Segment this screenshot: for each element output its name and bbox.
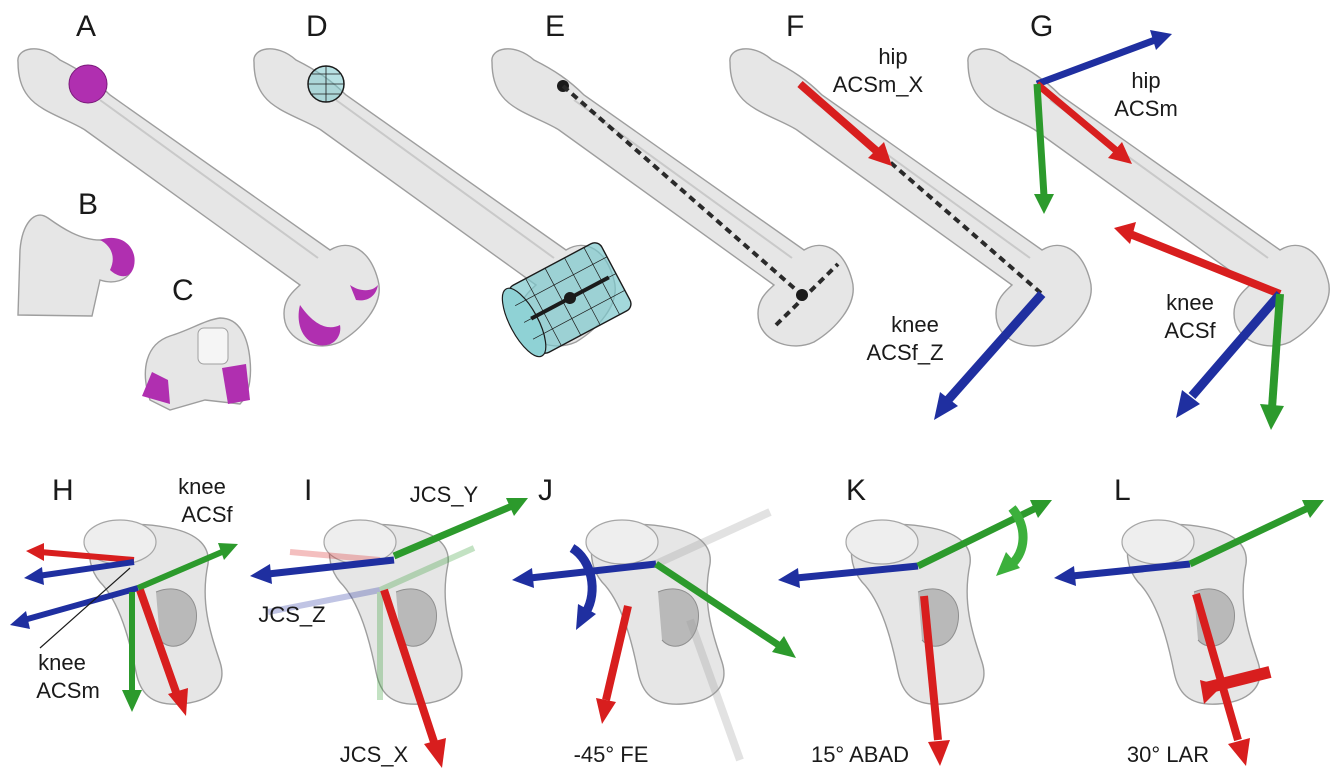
arrow-head	[778, 568, 800, 588]
label-knee: knee	[1166, 290, 1214, 315]
panel-label-j: J	[538, 474, 553, 507]
panel-j: J -45° FE	[512, 474, 796, 767]
caption-abad: 15° ABAD	[811, 742, 909, 767]
label-knee-acsf: ACSf	[1164, 318, 1216, 343]
label-hip: hip	[878, 44, 907, 69]
arrow-head	[928, 740, 950, 766]
panel-h: H knee ACSf knee ACSm	[10, 474, 238, 716]
label-jcs-x: JCS_X	[340, 742, 409, 767]
arrow-head	[596, 698, 616, 724]
label-knee: knee	[178, 474, 226, 499]
label-knee: knee	[891, 312, 939, 337]
panel-label-h: H	[52, 474, 74, 507]
label-jcs-z: JCS_Z	[258, 602, 325, 627]
label-knee-acsf: ACSf	[181, 502, 233, 527]
arrow-head	[1150, 30, 1172, 50]
knee-center-point	[796, 289, 808, 301]
notch	[198, 328, 228, 364]
panel-label-f: F	[786, 10, 804, 43]
panel-l: L 30° LAR	[1054, 474, 1324, 767]
femoral-head-highlight	[69, 65, 107, 103]
arrow-head	[1114, 222, 1136, 244]
panel-i: I JCS_Y JCS_Z JCS_X	[250, 474, 528, 768]
arrow-head	[1054, 566, 1076, 586]
label-knee: knee	[38, 650, 86, 675]
panel-g: G hip ACSm knee ACSf	[968, 10, 1329, 430]
caption-fe: -45° FE	[574, 742, 649, 767]
panel-label-e: E	[545, 10, 565, 43]
label-hip-acsm-x: ACSm_X	[833, 72, 924, 97]
panel-label-l: L	[1114, 474, 1131, 507]
label-hip: hip	[1131, 68, 1160, 93]
arrow-head	[250, 564, 272, 584]
arrow-head	[1228, 738, 1250, 766]
arrow-head	[1260, 404, 1284, 430]
panel-k: K 15° ABAD	[778, 474, 1052, 767]
arrow-head	[122, 690, 142, 712]
arrow-head	[424, 738, 446, 768]
knee-joint	[84, 520, 222, 704]
panel-f: F hip ACSm_X knee ACSf_Z	[730, 10, 1091, 420]
label-knee-acsf-z: ACSf_Z	[866, 340, 943, 365]
arrow-head	[1034, 194, 1054, 214]
panel-label-g: G	[1030, 10, 1053, 43]
panel-label-b: B	[78, 188, 98, 221]
panel-c: C	[142, 274, 251, 410]
knee-acsf-z-arrow	[948, 294, 1042, 400]
arrow-head	[10, 611, 30, 629]
jcs-x-arrow	[606, 606, 628, 700]
arrow-head	[26, 543, 44, 561]
panel-label-d: D	[306, 10, 328, 43]
panel-label-a: A	[76, 10, 96, 43]
rotation-arrow-fe	[572, 548, 592, 612]
arrow-head	[24, 567, 44, 585]
label-hip-acsm: ACSm	[1114, 96, 1178, 121]
panel-label-k: K	[846, 474, 866, 507]
arrow-head	[218, 543, 238, 560]
panel-label-c: C	[172, 274, 194, 307]
arrow-head	[512, 568, 534, 588]
panel-b: B	[18, 188, 135, 316]
label-jcs-y: JCS_Y	[410, 482, 479, 507]
caption-lar: 30° LAR	[1127, 742, 1209, 767]
label-knee-acsm: ACSm	[36, 678, 100, 703]
knee-joint	[586, 520, 724, 704]
panel-label-i: I	[304, 474, 312, 507]
